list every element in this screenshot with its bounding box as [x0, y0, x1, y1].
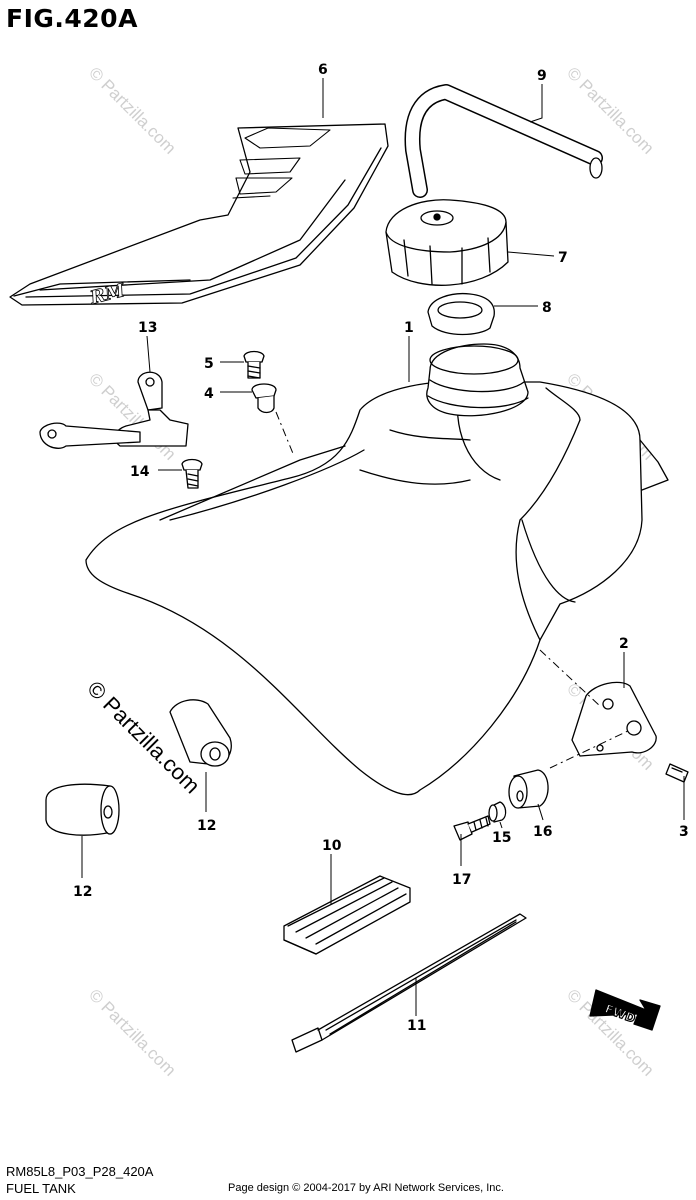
- part-12-cushion-upper[interactable]: [169, 699, 232, 767]
- watermark-tl: © Partzilla.com: [85, 63, 179, 157]
- part-16-cushion[interactable]: [508, 769, 549, 809]
- figure-code: RM85L8_P03_P28_420A: [6, 1164, 154, 1179]
- part-13-holder[interactable]: [39, 371, 189, 449]
- callout-4: 4: [204, 386, 214, 402]
- leader-16: [537, 803, 544, 821]
- callout-10: 10: [322, 838, 342, 854]
- callout-1: 1: [404, 320, 414, 336]
- part-5-bolt[interactable]: [243, 350, 265, 379]
- figure-name: FUEL TANK: [6, 1181, 76, 1196]
- part-11-cable-tie[interactable]: [291, 913, 527, 1053]
- callout-12-lower: 12: [73, 884, 92, 900]
- leader-13: [146, 335, 151, 373]
- leader-7: [507, 251, 555, 257]
- callout-7: 7: [558, 250, 568, 266]
- part-4-collar[interactable]: [251, 383, 277, 414]
- part-3-screw[interactable]: [665, 763, 689, 783]
- callout-numbers: 1 2 3 4 5 6 7 8 9 10 11 12 12 13 14 15 1…: [73, 62, 689, 1034]
- callout-8: 8: [542, 300, 552, 316]
- callout-17: 17: [452, 872, 471, 888]
- part-6-emblem[interactable]: RM: [9, 123, 389, 309]
- part-9-breather-hose[interactable]: [404, 84, 603, 198]
- part-14-bolt[interactable]: [181, 458, 203, 489]
- part-1-fuel-tank[interactable]: [85, 343, 669, 796]
- leader-15: [499, 821, 503, 829]
- leader-lines: [81, 78, 685, 1016]
- part-7-fuel-cap[interactable]: [385, 199, 509, 286]
- callout-11: 11: [407, 1018, 426, 1034]
- part-10-cushion-pad[interactable]: [283, 875, 411, 955]
- part-2-bracket[interactable]: [571, 681, 657, 757]
- callout-9: 9: [537, 68, 547, 84]
- callout-12-upper: 12: [197, 818, 216, 834]
- callout-15: 15: [492, 830, 511, 846]
- leader-9: [529, 84, 543, 123]
- part-17-bolt[interactable]: [453, 815, 491, 841]
- watermark-bl: © Partzilla.com: [85, 985, 179, 1079]
- copyright-notice: Page design © 2004-2017 by ARI Network S…: [228, 1182, 504, 1194]
- figure-title: FIG.420A: [6, 4, 138, 33]
- part-8-gasket[interactable]: [427, 292, 495, 336]
- callout-3: 3: [679, 824, 689, 840]
- callout-14: 14: [130, 464, 150, 480]
- part-15-collar[interactable]: [488, 801, 507, 823]
- callout-5: 5: [204, 356, 214, 372]
- callout-16: 16: [533, 824, 552, 840]
- callout-13: 13: [138, 320, 157, 336]
- callout-6: 6: [318, 62, 328, 78]
- part-12-cushion-lower[interactable]: [45, 783, 120, 836]
- callout-2: 2: [619, 636, 629, 652]
